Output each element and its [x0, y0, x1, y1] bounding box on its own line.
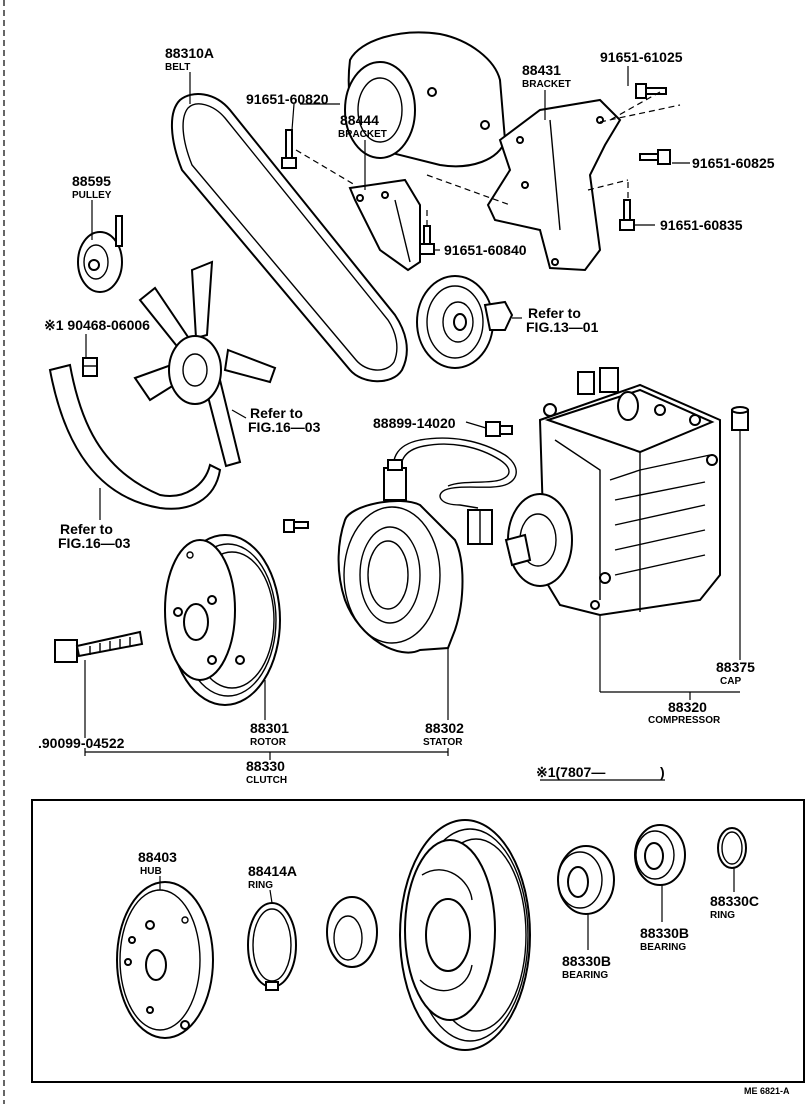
label-bolt-60835: 91651-60835 [660, 217, 743, 233]
label-hub-num: 88403 [138, 849, 177, 865]
label-ring-88330C-num: 88330C [710, 893, 759, 909]
label-belt: 88310A BELT [165, 45, 214, 73]
label-bearing-2-name: BEARING [640, 942, 686, 953]
label-bolt-61025: 91651-61025 [600, 49, 683, 65]
label-bearing-2: 88330B BEARING [640, 925, 689, 953]
label-cap-num: 88375 [716, 659, 755, 675]
inset-box [31, 799, 805, 1083]
label-bolt-04522: .90099-04522 [38, 735, 125, 751]
idler-pulley[interactable] [77, 215, 123, 293]
crank-pulley[interactable] [416, 275, 514, 369]
label-bolt-60825: 91651-60825 [692, 155, 775, 171]
hub[interactable] [116, 881, 214, 1039]
bolt-91651-60840[interactable] [419, 225, 435, 255]
fan-shroud[interactable] [48, 363, 222, 510]
label-bearing-2-num: 88330B [640, 925, 689, 941]
label-clutch-num: 88330 [246, 758, 285, 774]
label-pulley-num: 88595 [72, 173, 111, 189]
label-ring-88330C: 88330C RING [710, 893, 759, 921]
inset-title: ※1(7807— [536, 764, 605, 780]
label-ring-88414A-name: RING [248, 880, 273, 891]
label-clutch-name: CLUTCH [246, 775, 287, 786]
label-compressor-num: 88320 [668, 699, 707, 715]
label-stator-name: STATOR [423, 737, 463, 748]
label-bearing-1-name: BEARING [562, 970, 608, 981]
bracket-88444[interactable] [348, 178, 421, 272]
ref-fig16-03-shroud[interactable]: Refer to FIG.16—03 [58, 521, 131, 551]
bearing-2[interactable] [634, 824, 686, 886]
ring-88330C[interactable] [717, 827, 747, 869]
stator[interactable] [337, 499, 464, 654]
label-compressor: 88320 COMPRESSOR [648, 699, 721, 726]
label-bracket-88431: 88431 BRACKET [522, 62, 571, 90]
wire-harness [392, 437, 517, 509]
label-bearing-1: 88330B BEARING [562, 953, 611, 981]
label-clutch: 88330 CLUTCH [246, 758, 287, 786]
connector-1[interactable] [383, 459, 407, 501]
label-rotor-num: 88301 [250, 720, 289, 736]
alternator [344, 31, 507, 168]
bolt-91651-60825[interactable] [639, 149, 671, 165]
label-compressor-name: COMPRESSOR [648, 715, 721, 726]
label-bracket-88444-name: BRACKET [338, 129, 387, 140]
label-bolt-60820: 91651-60820 [246, 91, 329, 107]
label-ring-88414A: 88414A RING [248, 863, 297, 891]
compressor[interactable] [504, 367, 721, 617]
fan[interactable] [133, 260, 277, 468]
ref-fig16-03-fan-line1: Refer to [250, 405, 303, 421]
rotor[interactable] [164, 534, 281, 706]
inset-title-close: ) [660, 764, 665, 780]
connector-2[interactable] [467, 509, 493, 545]
inset-rotor[interactable] [399, 819, 531, 1051]
label-hub-name: HUB [140, 866, 162, 877]
bolt-91651-60820[interactable] [281, 129, 297, 169]
label-belt-num: 88310A [165, 45, 214, 61]
label-bracket-88431-num: 88431 [522, 62, 561, 78]
footer-code: ME 6821-A [744, 1086, 790, 1096]
label-cap: 88375 CAP [716, 659, 755, 687]
label-bolt-60840: 91651-60840 [444, 242, 527, 258]
label-belt-name: BELT [165, 62, 190, 73]
label-cap-name: CAP [720, 676, 741, 687]
label-rotor: 88301 ROTOR [250, 720, 289, 748]
label-stator-num: 88302 [425, 720, 464, 736]
label-hub: 88403 HUB [138, 849, 177, 877]
label-pulley-name: PULLEY [72, 190, 112, 201]
ref-fig16-03-fan-line2: FIG.16—03 [248, 419, 321, 435]
ref-fig13-01[interactable]: Refer to FIG.13—01 [526, 305, 599, 335]
switch[interactable] [485, 421, 513, 437]
label-bracket-88444: 88444 BRACKET [338, 112, 387, 140]
bolt-91651-60835[interactable] [619, 199, 635, 231]
ref-fig16-03-shroud-line1: Refer to [60, 521, 113, 537]
seal[interactable] [326, 896, 378, 968]
label-nut-06006: ※1 90468-06006 [44, 317, 150, 333]
cap[interactable] [731, 406, 749, 431]
nut-90468[interactable] [82, 357, 98, 377]
bolt-90099-04522[interactable] [54, 630, 144, 663]
label-rotor-name: ROTOR [250, 737, 287, 748]
ref-fig16-03-fan[interactable]: Refer to FIG.16—03 [248, 405, 321, 435]
snap-ring[interactable] [247, 902, 297, 991]
label-pulley: 88595 PULLEY [72, 173, 112, 201]
ref-fig13-01-line1: Refer to [528, 305, 581, 321]
label-bracket-88444-num: 88444 [340, 112, 379, 128]
small-bolt[interactable] [283, 519, 309, 533]
ref-fig13-01-line2: FIG.13—01 [526, 319, 599, 335]
label-bracket-88431-name: BRACKET [522, 79, 571, 90]
label-bearing-1-num: 88330B [562, 953, 611, 969]
label-ring-88330C-name: RING [710, 910, 735, 921]
bolt-91651-61025[interactable] [635, 83, 667, 99]
ref-fig16-03-shroud-line2: FIG.16—03 [58, 535, 131, 551]
label-ring-88414A-num: 88414A [248, 863, 297, 879]
bracket-88431[interactable] [486, 98, 622, 272]
belt[interactable] [170, 93, 408, 383]
label-stator: 88302 STATOR [423, 720, 464, 748]
label-switch: 88899-14020 [373, 415, 456, 431]
bearing-1[interactable] [557, 845, 615, 915]
